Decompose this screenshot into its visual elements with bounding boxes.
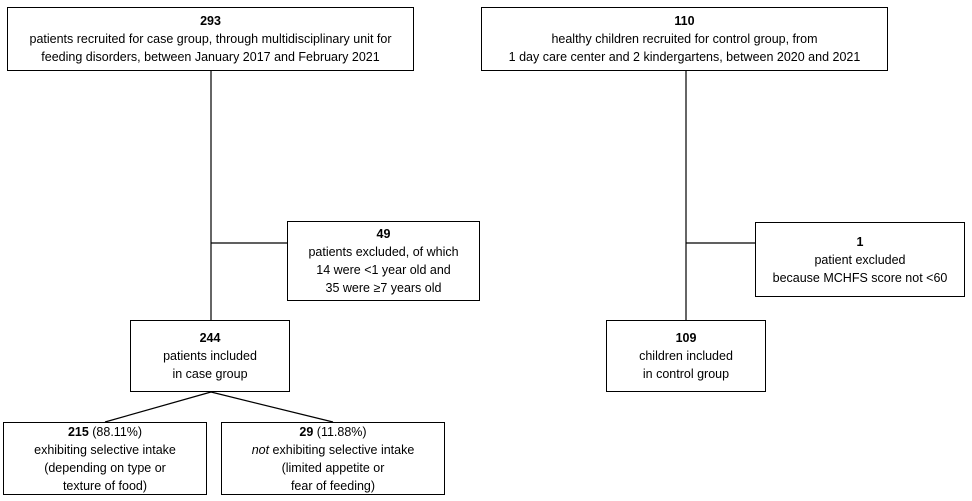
selective-intake-box: 215 (88.11%) exhibiting selective intake… [3,422,207,495]
control-excluded-box: 1 patient excluded because MCHFS score n… [755,222,965,297]
control-recruited-line1: healthy children recruited for control g… [551,32,818,46]
split-to-selective [104,391,212,423]
not-selective-line3: fear of feeding) [290,478,376,493]
case-excluded-count: 49 [376,227,391,241]
selective-count: 215 [67,424,89,439]
case-recruited-count: 293 [200,14,221,28]
not-selective-percent: (11.88%) [313,424,367,439]
control-excluded-line1: patient excluded [814,252,906,267]
not-selective-emphasis: not [251,442,270,457]
case-recruited-line1: patients recruited for case group, throu… [29,32,392,46]
case-excluded-line3: 35 were ≥7 years old [325,281,442,295]
control-recruited-line2: 1 day care center and 2 kindergartens, b… [508,50,861,64]
case-included-count: 244 [199,331,221,345]
selective-percent: (88.11%) [88,424,143,439]
split-to-not-selective [210,391,334,423]
not-selective-line2: (limited appetite or [281,460,385,475]
selective-line2: (depending on type or [44,460,166,475]
not-selective-intake-box: 29 (11.88%) not exhibiting selective int… [221,422,445,495]
case-included-box: 244 patients included in case group [130,320,290,392]
control-included-line2: in control group [642,367,730,381]
control-included-box: 109 children included in control group [606,320,766,392]
selective-line3: texture of food) [62,478,148,493]
case-included-line2: in case group [172,367,248,381]
case-excluded-box: 49 patients excluded, of which 14 were <… [287,221,480,301]
not-selective-count: 29 [299,424,314,439]
case-excluded-line2: 14 were <1 year old and [316,263,451,277]
selective-header: 215 (88.11%) [68,423,142,441]
control-excluded-line2: because MCHFS score not <60 [772,270,948,285]
not-selective-header: 29 (11.88%) [299,423,366,441]
case-recruited-box: 293 patients recruited for case group, t… [7,7,414,71]
control-recruited-count: 110 [674,14,695,28]
case-recruited-line2: feeding disorders, between January 2017 … [41,50,380,64]
case-excluded-line1: patients excluded, of which [308,245,459,259]
control-recruited-box: 110 healthy children recruited for contr… [481,7,888,71]
control-excluded-count: 1 [856,234,864,249]
not-selective-line1-rest: exhibiting selective intake [269,442,415,457]
case-included-line1: patients included [163,349,257,363]
selective-line1: exhibiting selective intake [34,442,176,457]
control-included-line1: children included [639,349,733,363]
not-selective-line1: not exhibiting selective intake [252,441,415,459]
control-included-count: 109 [675,331,697,345]
